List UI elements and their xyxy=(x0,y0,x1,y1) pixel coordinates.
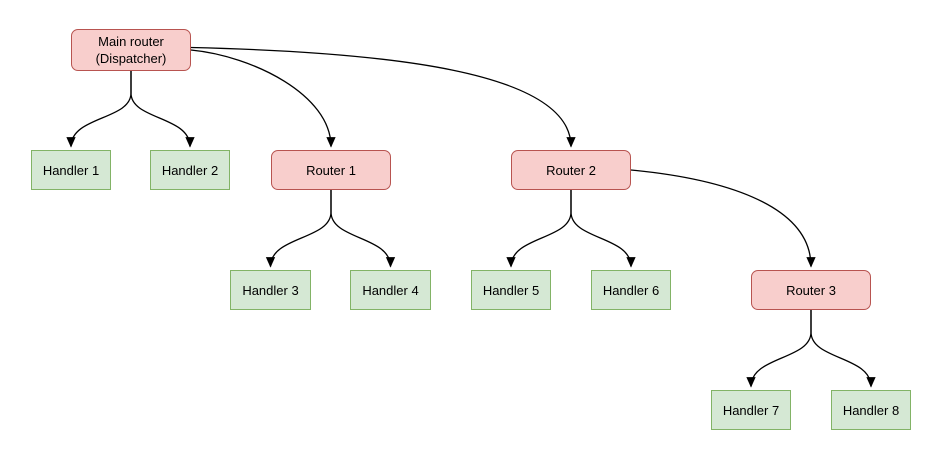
edge-main-to-handler1 xyxy=(66,71,132,148)
node-handler-6: Handler 6 xyxy=(591,270,671,310)
node-handler-8: Handler 8 xyxy=(831,390,911,430)
edge-router2-to-handler6 xyxy=(570,190,636,268)
edge-router3-to-handler8 xyxy=(810,310,876,388)
node-handler-5: Handler 5 xyxy=(471,270,551,310)
edge-router1-to-handler3 xyxy=(265,190,332,268)
edge-router2-to-router3 xyxy=(630,169,816,268)
node-handler-3: Handler 3 xyxy=(230,270,311,310)
node-handler-4: Handler 4 xyxy=(350,270,431,310)
node-handler-7: Handler 7 xyxy=(711,390,791,430)
edge-main-to-handler2 xyxy=(130,71,195,148)
node-handler-2: Handler 2 xyxy=(150,150,230,190)
edge-router2-to-handler5 xyxy=(506,190,572,268)
node-main-router: Main router (Dispatcher) xyxy=(71,29,191,71)
node-router-2: Router 2 xyxy=(511,150,631,190)
node-handler-1: Handler 1 xyxy=(31,150,111,190)
edge-router3-to-handler7 xyxy=(746,310,812,388)
node-router-1: Router 1 xyxy=(271,150,391,190)
node-router-3: Router 3 xyxy=(751,270,871,310)
edge-main-to-router1 xyxy=(190,49,336,148)
edge-main-to-router2 xyxy=(190,46,576,148)
edge-router1-to-handler4 xyxy=(330,190,396,268)
